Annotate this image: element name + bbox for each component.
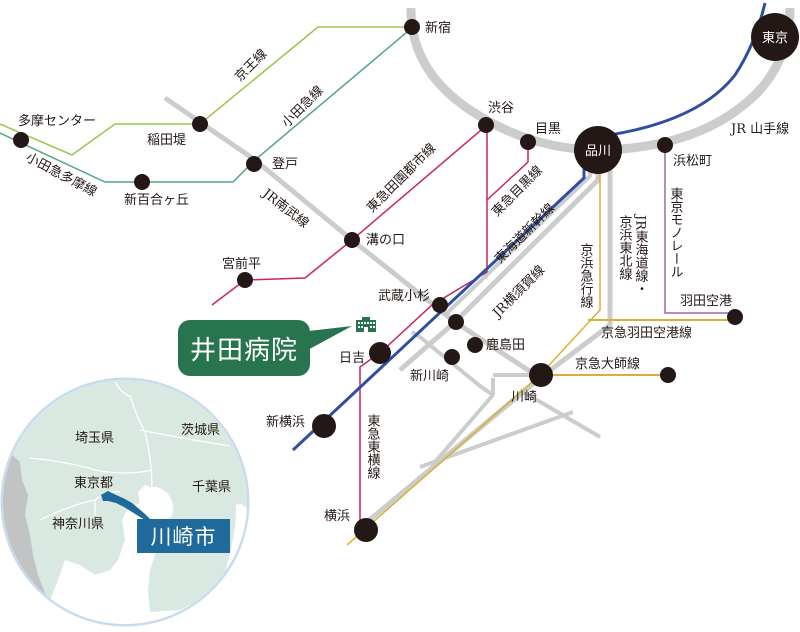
station-yokohama bbox=[354, 518, 378, 542]
station-hamamatsucho bbox=[657, 137, 673, 153]
station-keikyu-daishi-end bbox=[660, 367, 676, 383]
station-noborito bbox=[246, 156, 262, 172]
label-inadazutsumi: 稲田堤 bbox=[147, 133, 186, 148]
label-denentoshi-line: 東急田園都市線 bbox=[364, 140, 440, 216]
station-musashikosugi bbox=[432, 297, 448, 313]
station-shinyurigaoka bbox=[134, 174, 150, 190]
station-tama-center bbox=[13, 132, 29, 148]
label-yokohama: 横浜 bbox=[324, 509, 350, 524]
label-meguro: 目黒 bbox=[535, 122, 561, 137]
label-keikyu-line: 京浜急行線 bbox=[578, 243, 594, 308]
label-noborito: 登戸 bbox=[272, 157, 298, 172]
inset-label-saitama: 埼玉県 bbox=[75, 431, 114, 446]
label-nambu-line: JR南武線 bbox=[258, 184, 312, 231]
label-shinjuku: 新宿 bbox=[425, 20, 451, 36]
label-hamamatsucho: 浜松町 bbox=[673, 154, 712, 169]
inset-label-tokyo: 東京都 bbox=[74, 475, 113, 491]
station-haneda bbox=[727, 309, 743, 325]
hospital-name: 井田病院 bbox=[189, 335, 298, 366]
label-keikyu-daishi-line: 京急大師線 bbox=[575, 356, 640, 372]
label-shinkawasaki: 新川崎 bbox=[410, 368, 449, 384]
label-tama-center: 多摩センター bbox=[18, 113, 96, 129]
tokyo-monorail-line bbox=[664, 145, 735, 314]
label-keikyu-airport-line: 京急羽田空港線 bbox=[601, 325, 692, 341]
callout-pointer bbox=[300, 326, 352, 352]
kawasaki-city-badge: 川崎市 bbox=[137, 519, 230, 553]
label-yamanote-line: JR 山手線 bbox=[729, 121, 789, 137]
keio-line bbox=[0, 26, 413, 156]
station-mizonokuchi bbox=[344, 232, 360, 248]
station-shinyokohama bbox=[312, 414, 336, 438]
label-haneda: 羽田空港 bbox=[680, 294, 732, 309]
station-shinjuku bbox=[404, 19, 420, 35]
inset-label-ibaraki: 茨城県 bbox=[181, 423, 220, 438]
station-meguro bbox=[520, 134, 536, 150]
label-shinyurigaoka: 新百合ヶ丘 bbox=[124, 192, 189, 208]
label-monorail-line: 東京モノレール bbox=[668, 186, 684, 278]
label-yokosuka-line: JR横須賀線 bbox=[488, 262, 548, 322]
hospital-callout[interactable]: 井田病院 bbox=[178, 320, 310, 376]
label-kashimada: 鹿島田 bbox=[486, 337, 525, 353]
hospital-building-icon bbox=[356, 317, 376, 332]
odakyu-line bbox=[0, 26, 414, 183]
station-hiyoshi bbox=[369, 342, 391, 364]
inset-label-chiba: 千葉県 bbox=[192, 480, 231, 495]
station-kashimada bbox=[467, 337, 483, 353]
station-shinagawa bbox=[574, 126, 622, 174]
station-musashikosugi-jr bbox=[448, 314, 464, 330]
hospital-marker[interactable] bbox=[300, 317, 376, 352]
station-markers bbox=[13, 13, 799, 542]
inset-label-kanagawa: 神奈川県 bbox=[52, 517, 104, 532]
label-musashikosugi: 武蔵小杉 bbox=[378, 289, 430, 304]
label-toyoko-line: 東急東横線 bbox=[365, 413, 381, 479]
label-shinagawa: 品川 bbox=[585, 144, 611, 159]
station-shinkawasaki bbox=[444, 349, 460, 365]
label-hiyoshi: 日吉 bbox=[339, 351, 365, 366]
inset-map: 埼玉県 茨城県 東京都 千葉県 神奈川県 bbox=[0, 377, 250, 627]
label-miyamaedaira: 宮前平 bbox=[222, 256, 261, 272]
denentoshi-line bbox=[211, 124, 488, 306]
label-tokaido-line: JR東海道線・ bbox=[633, 213, 649, 295]
station-kawasaki bbox=[529, 363, 553, 387]
station-miyamaedaira bbox=[237, 272, 253, 288]
city-name: 川崎市 bbox=[150, 525, 217, 549]
label-kawasaki: 川崎 bbox=[511, 390, 537, 405]
shinkansen-tokyo-link bbox=[609, 2, 767, 137]
label-mizonokuchi: 溝の口 bbox=[366, 233, 405, 248]
label-keio-line: 京王線 bbox=[232, 46, 271, 85]
label-shibuya: 渋谷 bbox=[488, 101, 514, 116]
label-shinyokohama: 新横浜 bbox=[266, 414, 305, 430]
inset-kawasaki bbox=[101, 491, 150, 521]
station-inadazutsumi bbox=[192, 116, 208, 132]
label-tokyo: 東京 bbox=[762, 30, 788, 46]
label-odakyu-line: 小田急線 bbox=[279, 83, 327, 131]
station-tokyo bbox=[751, 13, 799, 61]
label-keihintohoku-line: 京浜東北線 bbox=[617, 215, 633, 280]
keikyu-line bbox=[346, 160, 601, 546]
station-shibuya bbox=[478, 117, 494, 133]
